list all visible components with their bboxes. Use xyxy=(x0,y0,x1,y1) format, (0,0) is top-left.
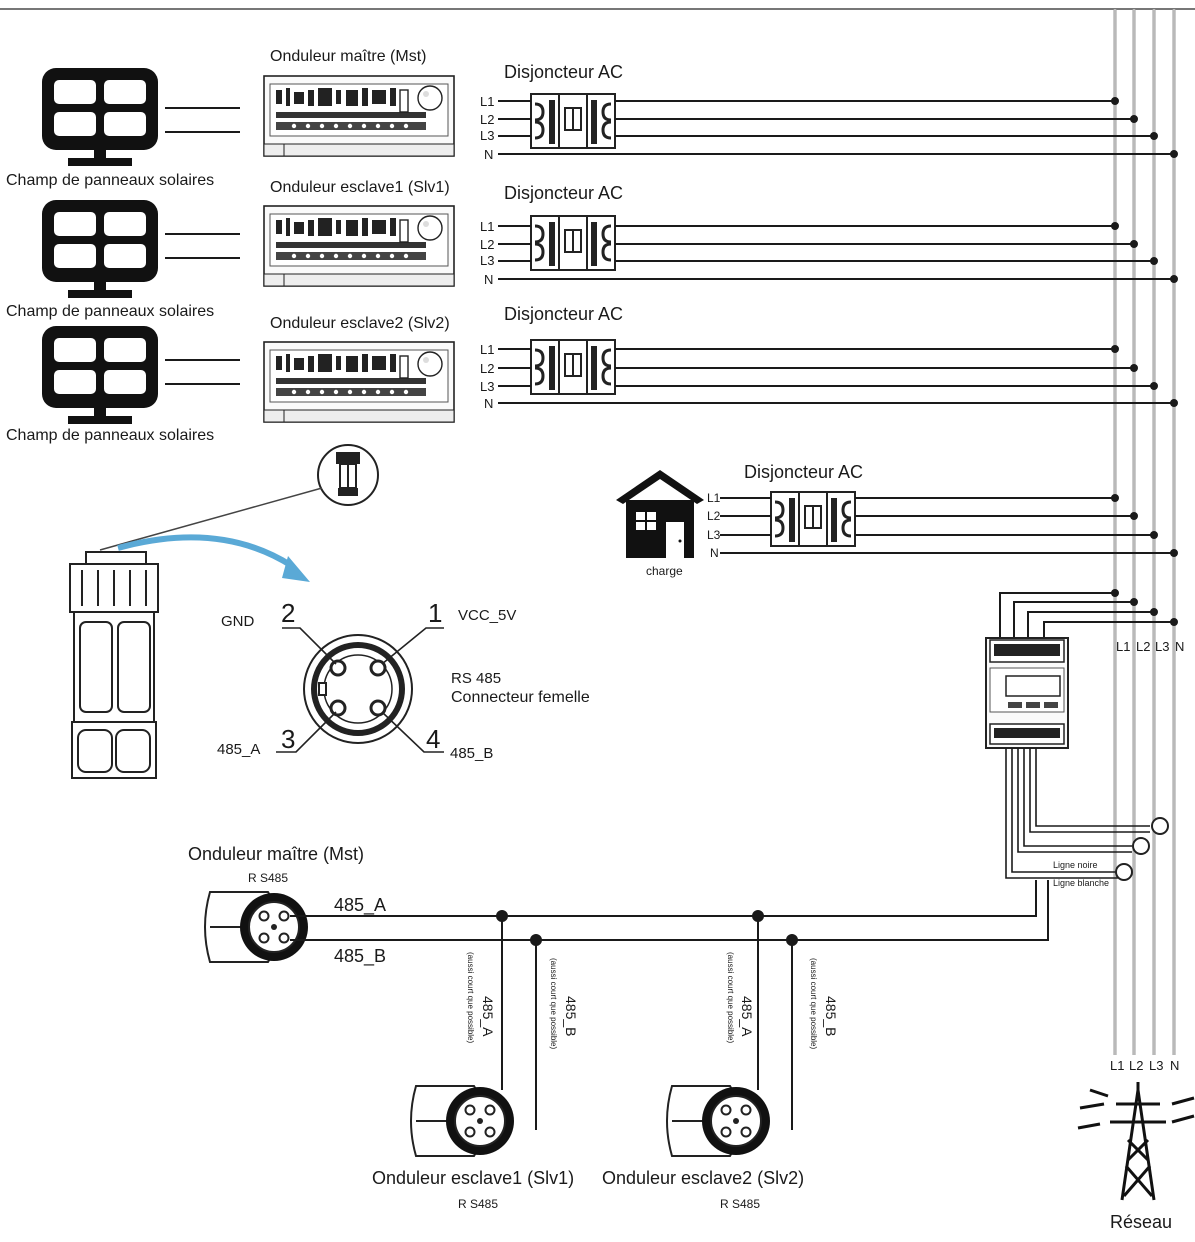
zoom-arrowhead xyxy=(282,556,310,582)
breaker-3-wiring xyxy=(498,345,1178,407)
ac-breaker-icon xyxy=(529,214,617,272)
drop2-a-note: (aussi court que possible) xyxy=(726,952,735,1043)
comm-slv2-rs485: R S485 xyxy=(720,1197,760,1211)
grid-n: N xyxy=(1170,1058,1179,1073)
breaker-3-label: Disjoncteur AC xyxy=(504,304,623,324)
comm-mst-rs485: R S485 xyxy=(248,871,288,885)
breaker-2-label: Disjoncteur AC xyxy=(504,183,623,203)
load-label: charge xyxy=(646,564,683,578)
br2-l1: L1 xyxy=(480,219,494,234)
grid-busbars xyxy=(1113,9,1176,1055)
ct-white-label: Ligne blanche xyxy=(1053,878,1109,888)
solar-panel-icon xyxy=(42,326,158,424)
solar-1-label: Champ de panneaux solaires xyxy=(6,172,214,189)
br4-l1: L1 xyxy=(707,491,721,505)
drop1-b-note: (aussi court que possible) xyxy=(549,958,558,1049)
grid-l3: L3 xyxy=(1149,1058,1163,1073)
pylon-icon xyxy=(1077,1082,1195,1201)
zoom-arrow xyxy=(117,534,294,569)
pin-gnd: GND xyxy=(221,613,255,630)
dc-leads xyxy=(165,107,240,385)
ac-breaker-icon xyxy=(769,490,857,548)
br1-l3: L3 xyxy=(480,128,494,143)
breaker-1-wiring xyxy=(498,97,1178,158)
meter-top-n: N xyxy=(1175,639,1184,654)
inv-mst-label: Onduleur maître (Mst) xyxy=(270,48,426,65)
grid-label: Réseau xyxy=(1110,1212,1172,1232)
pin-num-1: 1 xyxy=(428,598,442,628)
drop2-b: 485_B xyxy=(823,996,839,1036)
br2-l3: L3 xyxy=(480,253,494,268)
pin-leaders xyxy=(276,627,444,753)
meter-top-l3: L3 xyxy=(1155,639,1169,654)
rs485-plug-icon xyxy=(204,891,309,963)
br3-n: N xyxy=(484,396,493,411)
drop1-a-note: (aussi court que possible) xyxy=(466,952,475,1043)
zoom-leader xyxy=(99,487,323,551)
inv-slv2-label: Onduleur esclave2 (Slv2) xyxy=(270,315,450,332)
grid-l2: L2 xyxy=(1129,1058,1143,1073)
inverter-icon xyxy=(263,341,455,423)
pin-num-3: 3 xyxy=(281,724,295,754)
breaker-2-wiring xyxy=(498,222,1178,283)
inverter-icon xyxy=(263,75,455,157)
pin-485b: 485_B xyxy=(450,745,493,762)
comm-mst-label: Onduleur maître (Mst) xyxy=(188,844,364,864)
br2-n: N xyxy=(484,272,493,287)
drop2-b-note: (aussi court que possible) xyxy=(809,958,818,1049)
rs485-plug-icon xyxy=(410,1085,515,1157)
comm-slv1-label: Onduleur esclave1 (Slv1) xyxy=(372,1168,574,1188)
ac-breaker-icon xyxy=(529,338,617,396)
ac-breaker-icon xyxy=(529,92,617,150)
bus-485b: 485_B xyxy=(334,946,386,967)
inv-slv1-label: Onduleur esclave1 (Slv1) xyxy=(270,179,450,196)
rs485-cable-plug-icon xyxy=(69,551,159,779)
br1-n: N xyxy=(484,147,493,162)
drop2-a: 485_A xyxy=(739,996,755,1037)
bus-485a: 485_A xyxy=(334,895,386,916)
solar-2-label: Champ de panneaux solaires xyxy=(6,303,214,320)
rs485-plug-icon xyxy=(317,444,379,506)
br3-l2: L2 xyxy=(480,361,494,376)
meter-top-l2: L2 xyxy=(1136,639,1150,654)
solar-panel-icon xyxy=(42,200,158,298)
inverter-icon xyxy=(263,205,455,287)
ct-black-label: Ligne noire xyxy=(1053,860,1098,870)
br3-l1: L1 xyxy=(480,342,494,357)
comm-slv1-rs485: R S485 xyxy=(458,1197,498,1211)
energy-meter-icon xyxy=(985,637,1069,749)
br4-l2: L2 xyxy=(707,509,721,523)
br3-l3: L3 xyxy=(480,379,494,394)
ct-clamp-icon xyxy=(1115,817,1169,881)
rs485-label: RS 485 xyxy=(451,670,501,687)
breaker-4-label: Disjoncteur AC xyxy=(744,462,863,482)
grid-busbars-core xyxy=(1114,9,1175,1055)
ct-wiring xyxy=(1005,748,1150,879)
comm-slv2-label: Onduleur esclave2 (Slv2) xyxy=(602,1168,804,1188)
female-conn-label: Connecteur femelle xyxy=(451,689,590,706)
br4-n: N xyxy=(710,546,719,560)
br1-l1: L1 xyxy=(480,94,494,109)
pin-vcc: VCC_5V xyxy=(458,607,516,624)
solar-3-label: Champ de panneaux solaires xyxy=(6,427,214,444)
meter-top-l1: L1 xyxy=(1116,639,1130,654)
pin-485a: 485_A xyxy=(217,741,260,758)
solar-panel-icon xyxy=(42,68,158,166)
house-icon xyxy=(616,470,704,558)
rs485-bus xyxy=(290,880,1049,1130)
br4-l3: L3 xyxy=(707,528,721,542)
grid-l1: L1 xyxy=(1110,1058,1124,1073)
rs485-plug-icon xyxy=(666,1085,771,1157)
br1-l2: L2 xyxy=(480,112,494,127)
pin-num-2: 2 xyxy=(281,598,295,628)
pin-num-4: 4 xyxy=(426,724,440,754)
breaker-4-wiring xyxy=(720,494,1178,557)
br2-l2: L2 xyxy=(480,237,494,252)
breaker-1-label: Disjoncteur AC xyxy=(504,62,623,82)
drop1-b: 485_B xyxy=(563,996,579,1036)
drop1-a: 485_A xyxy=(480,996,496,1037)
